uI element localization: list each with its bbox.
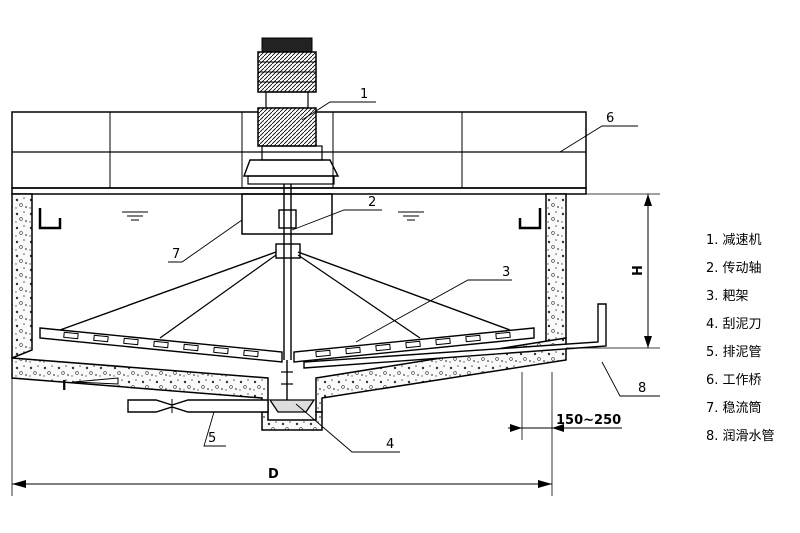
callout-number: 6 [606, 111, 614, 126]
drive-shaft [275, 184, 301, 360]
callout-5: 5 [203, 411, 226, 447]
callout-number: 2 [368, 195, 376, 210]
lubrication-water-pipe [303, 303, 607, 369]
legend-item: 5. 排泥管 [706, 345, 762, 360]
legend-item: 1. 减速机 [706, 233, 762, 248]
legend-item: 8. 润滑水管 [706, 429, 775, 444]
callout-number: 5 [208, 431, 216, 446]
sludge-discharge-pipe [127, 399, 269, 413]
callout-number: 4 [386, 437, 394, 452]
callout-3: 3 [355, 265, 512, 343]
tank-bottom [11, 337, 567, 431]
motor-reducer [242, 37, 340, 185]
slope-indicator: i [62, 377, 119, 394]
callout-number: 7 [172, 247, 180, 262]
legend-item: 3. 耙架 [706, 289, 749, 304]
dimension-d: D [11, 372, 553, 496]
diameter-label: D [268, 467, 279, 482]
scraper-blades [63, 331, 511, 413]
callout-8: 8 [601, 361, 660, 397]
callout-number: 3 [502, 265, 510, 280]
tank-wall-left [11, 193, 33, 360]
stabilizing-cylinder [241, 193, 333, 235]
height-label: H [631, 265, 646, 276]
rake-arms [39, 251, 535, 363]
slope-label: i [62, 379, 66, 394]
dimension-offset: 150~250 [508, 413, 622, 432]
launder-right [518, 208, 542, 230]
water-level-marks [122, 211, 424, 221]
offset-label: 150~250 [556, 413, 621, 428]
callout-7: 7 [168, 219, 243, 263]
dimension-h: H [566, 193, 660, 349]
callout-2: 2 [291, 195, 382, 231]
legend: 1. 减速机 2. 传动轴 3. 耙架 4. 刮泥刀 5. 排泥管 6. 工作桥… [706, 233, 775, 444]
legend-item: 2. 传动轴 [706, 261, 762, 276]
legend-item: 7. 稳流筒 [706, 400, 762, 416]
callout-6: 6 [559, 111, 638, 153]
callout-4: 4 [295, 403, 400, 453]
callout-1: 1 [301, 87, 376, 121]
legend-item: 6. 工作桥 [706, 373, 762, 388]
launder-left [38, 208, 62, 230]
callout-number: 8 [638, 381, 646, 396]
tank-wall-right [545, 193, 567, 343]
callout-number: 1 [360, 87, 368, 102]
legend-item: 4. 刮泥刀 [706, 317, 762, 332]
